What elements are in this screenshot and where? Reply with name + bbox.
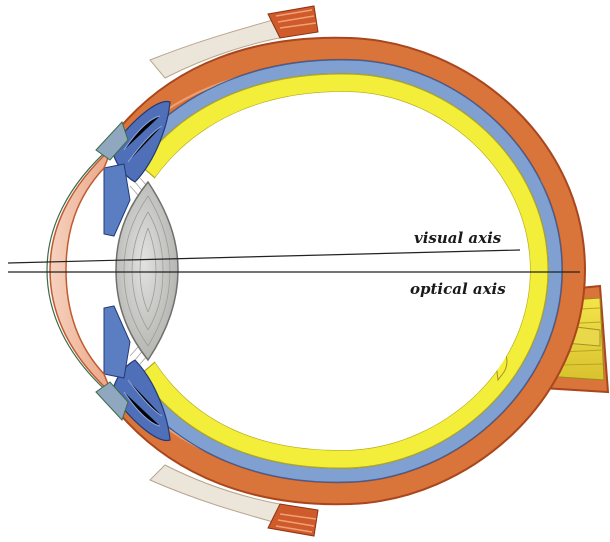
vitreous-body — [155, 92, 530, 450]
cornea — [50, 148, 112, 394]
visual-axis-label: visual axis — [414, 229, 502, 247]
optical-axis-label: optical axis — [410, 280, 506, 298]
